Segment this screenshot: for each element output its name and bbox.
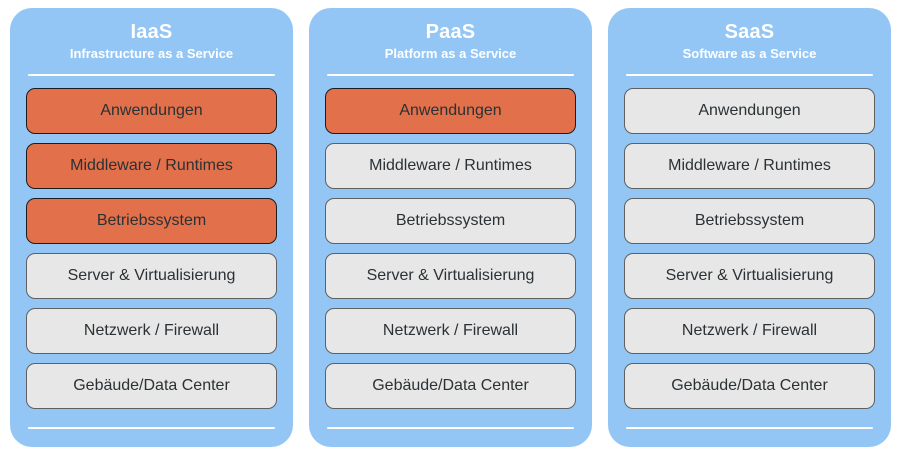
service-model-panel-saas: SaaS Software as a Service Anwendungen M… <box>608 8 891 447</box>
panel-title-iaas: IaaS <box>130 21 173 43</box>
panel-header-saas: SaaS Software as a Service <box>624 20 875 68</box>
panel-header-paas: PaaS Platform as a Service <box>325 20 576 68</box>
footer-divider-saas <box>626 427 873 429</box>
panel-subtitle-saas: Software as a Service <box>682 46 817 61</box>
layer-box-saas-betriebssystem: Betriebssystem <box>624 198 875 244</box>
layer-box-paas-gebaeude-data-center: Gebäude/Data Center <box>325 363 576 409</box>
footer-divider-paas <box>327 427 574 429</box>
layer-box-paas-netzwerk-firewall: Netzwerk / Firewall <box>325 308 576 354</box>
layer-box-paas-server-virtualisierung: Server & Virtualisierung <box>325 253 576 299</box>
layer-stack-saas: Anwendungen Middleware / Runtimes Betrie… <box>624 76 875 427</box>
footer-divider-iaas <box>28 427 275 429</box>
service-model-panel-iaas: IaaS Infrastructure as a Service Anwendu… <box>10 8 293 447</box>
footer-spacer-paas <box>325 429 576 447</box>
panel-header-iaas: IaaS Infrastructure as a Service <box>26 20 277 68</box>
layer-box-iaas-gebaeude-data-center: Gebäude/Data Center <box>26 363 277 409</box>
layer-box-iaas-anwendungen: Anwendungen <box>26 88 277 134</box>
layer-box-iaas-server-virtualisierung: Server & Virtualisierung <box>26 253 277 299</box>
panel-title-paas: PaaS <box>425 21 476 43</box>
panel-title-saas: SaaS <box>724 21 775 43</box>
service-model-panel-paas: PaaS Platform as a Service Anwendungen M… <box>309 8 592 447</box>
layer-stack-iaas: Anwendungen Middleware / Runtimes Betrie… <box>26 76 277 427</box>
layer-box-iaas-middleware-runtimes: Middleware / Runtimes <box>26 143 277 189</box>
footer-spacer-saas <box>624 429 875 447</box>
layer-box-saas-netzwerk-firewall: Netzwerk / Firewall <box>624 308 875 354</box>
header-divider-saas <box>626 74 873 76</box>
layer-box-saas-gebaeude-data-center: Gebäude/Data Center <box>624 363 875 409</box>
header-divider-iaas <box>28 74 275 76</box>
layer-box-paas-middleware-runtimes: Middleware / Runtimes <box>325 143 576 189</box>
layer-box-saas-middleware-runtimes: Middleware / Runtimes <box>624 143 875 189</box>
layer-box-iaas-netzwerk-firewall: Netzwerk / Firewall <box>26 308 277 354</box>
layer-box-paas-anwendungen: Anwendungen <box>325 88 576 134</box>
layer-box-paas-betriebssystem: Betriebssystem <box>325 198 576 244</box>
layer-box-saas-anwendungen: Anwendungen <box>624 88 875 134</box>
header-divider-paas <box>327 74 574 76</box>
layer-box-saas-server-virtualisierung: Server & Virtualisierung <box>624 253 875 299</box>
layer-box-iaas-betriebssystem: Betriebssystem <box>26 198 277 244</box>
panel-subtitle-iaas: Infrastructure as a Service <box>69 46 234 61</box>
panel-subtitle-paas: Platform as a Service <box>384 46 517 61</box>
layer-stack-paas: Anwendungen Middleware / Runtimes Betrie… <box>325 76 576 427</box>
footer-spacer-iaas <box>26 429 277 447</box>
